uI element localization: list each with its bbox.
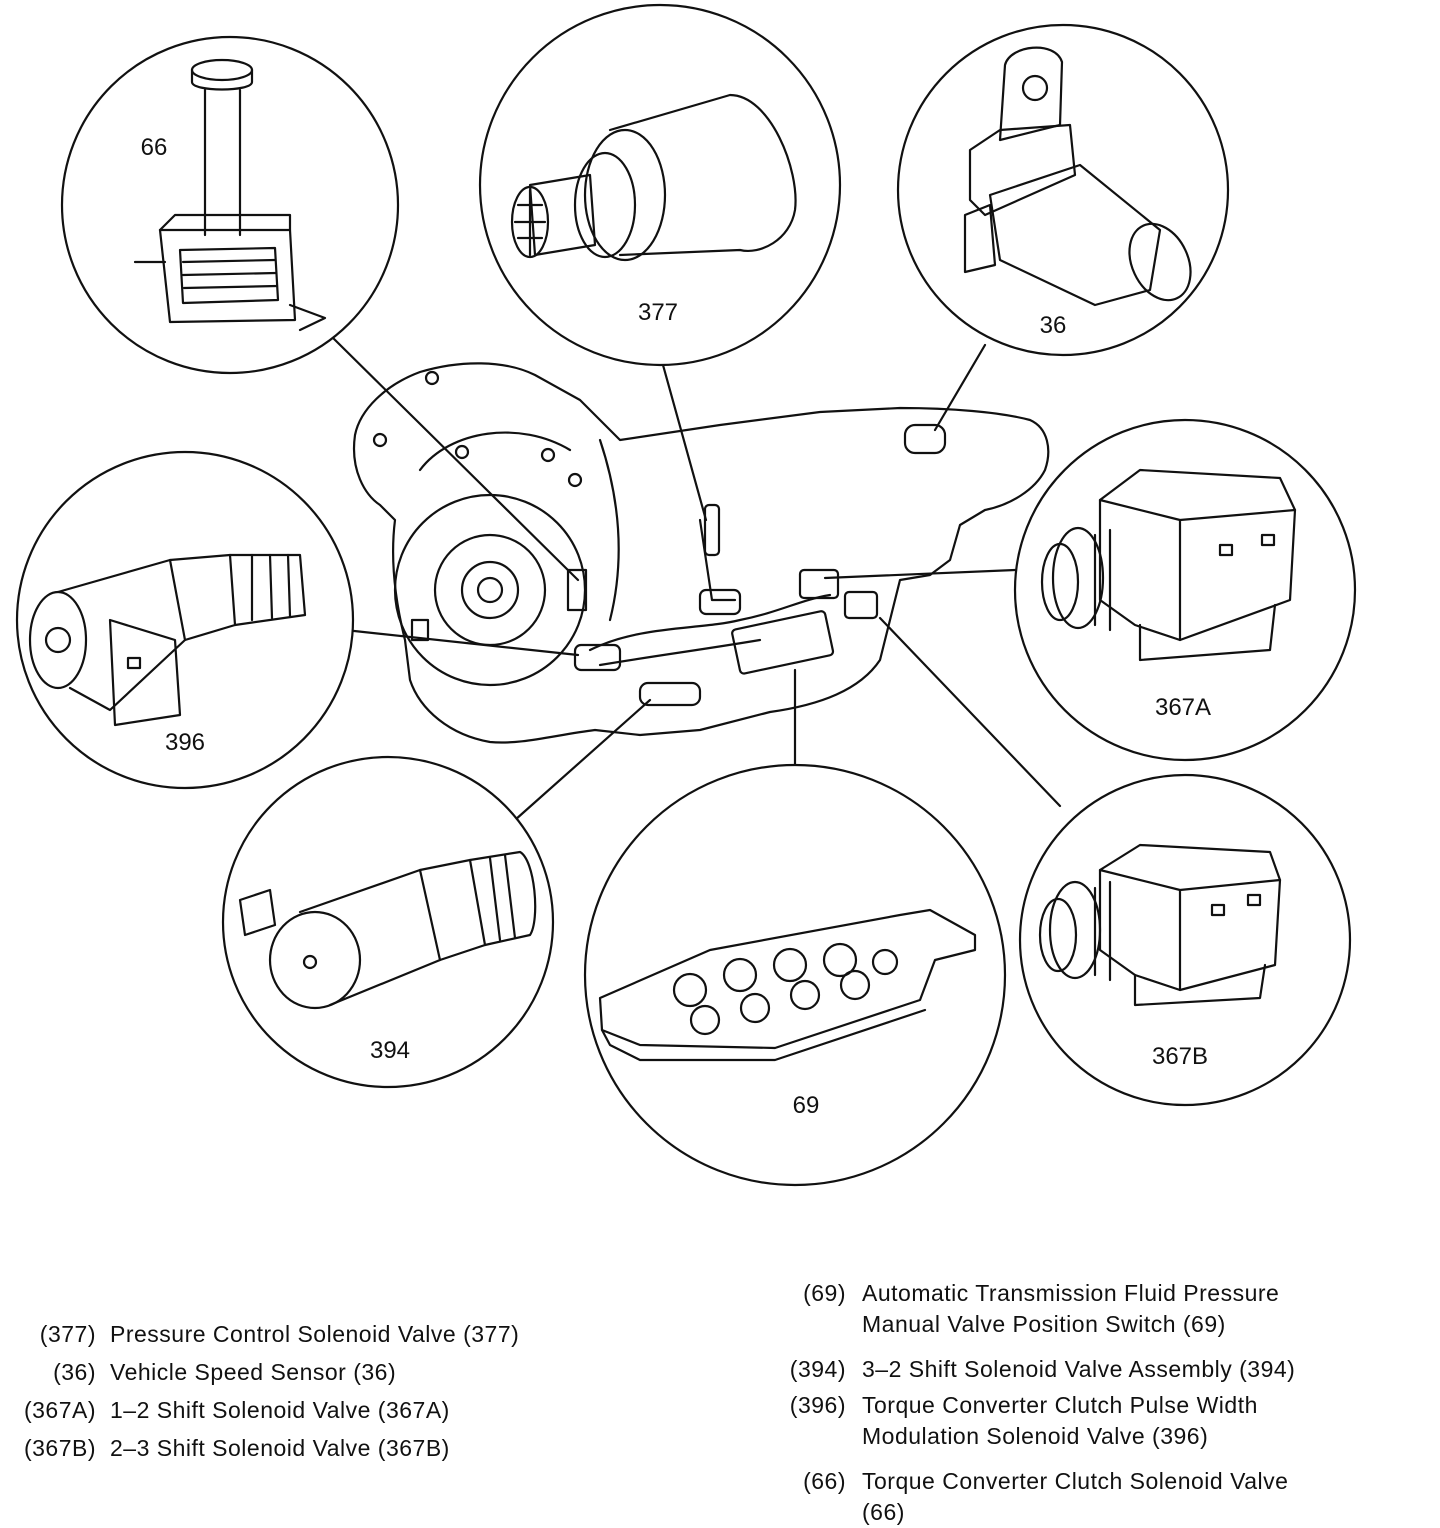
part-69-illustration xyxy=(598,908,977,1062)
legend-label: Vehicle Speed Sensor (36) xyxy=(110,1359,397,1385)
bolt-hole xyxy=(540,447,556,463)
legend-item: (396) Torque Converter Clutch Pulse Widt… xyxy=(780,1390,1420,1458)
legend-label-line: 3–2 Shift Solenoid Valve Assembly (394) xyxy=(862,1356,1296,1382)
callout-labels: 66 377 36 396 367A 394 69 367B xyxy=(141,134,1211,1119)
bolt-hole xyxy=(567,472,583,488)
leader-396 xyxy=(343,628,580,657)
callout-66: 66 xyxy=(141,134,168,161)
torque-converter-hub xyxy=(460,560,520,620)
shift-solenoid-12-small xyxy=(798,568,840,600)
leader-377 xyxy=(661,363,708,522)
legend-item: (367B) 2–3 Shift Solenoid Valve (367B) xyxy=(0,1429,640,1467)
torque-converter-face xyxy=(433,533,547,647)
mount-bracket xyxy=(410,618,430,642)
shift-solenoid-23-small xyxy=(843,590,879,620)
legend-key: (396) xyxy=(789,1392,846,1418)
legend-label-line: Automatic Transmission Fluid Pressure xyxy=(862,1280,1280,1306)
bolt-hole xyxy=(424,370,440,386)
legend-label: Torque Converter Clutch Pulse Width Modu… xyxy=(862,1390,1258,1452)
legend-left: (377) Pressure Control Solenoid Valve (3… xyxy=(0,1315,640,1467)
leader-394 xyxy=(513,698,652,822)
legend-key: (367A) xyxy=(23,1397,96,1423)
legend-item: (367A) 1–2 Shift Solenoid Valve (367A) xyxy=(0,1391,640,1429)
leader-36 xyxy=(933,343,987,432)
pwm-solenoid-small xyxy=(573,643,622,672)
circle-66 xyxy=(60,35,400,375)
leader-lines xyxy=(328,333,1062,822)
legend-label-line: Torque Converter Clutch Pulse Width xyxy=(862,1392,1258,1418)
legend-label: 2–3 Shift Solenoid Valve (367B) xyxy=(110,1435,450,1461)
part-394-illustration xyxy=(238,850,537,1010)
legend-key: (367B) xyxy=(23,1435,96,1461)
legend-item: (69) Automatic Transmission Fluid Pressu… xyxy=(780,1278,1420,1342)
legend-item: (394) 3–2 Shift Solenoid Valve Assembly … xyxy=(780,1350,1420,1390)
part-66-illustration xyxy=(133,58,327,332)
case-flange xyxy=(598,438,620,622)
legend-label-line: (66) xyxy=(862,1499,905,1525)
part-367b-illustration xyxy=(1038,843,1282,1007)
legend-item: (377) Pressure Control Solenoid Valve (3… xyxy=(0,1315,640,1353)
callout-69: 69 xyxy=(793,1092,820,1119)
legend-label-line: Modulation Solenoid Valve (396) xyxy=(862,1423,1209,1449)
wire-harness xyxy=(698,518,737,602)
part-377-illustration xyxy=(510,93,797,262)
circle-69 xyxy=(583,763,1007,1187)
shift-solenoid-32-small xyxy=(638,681,702,707)
legend-label: 1–2 Shift Solenoid Valve (367A) xyxy=(110,1397,450,1423)
torque-converter-center xyxy=(476,576,504,604)
speed-sensor-small xyxy=(903,423,947,455)
callout-367a: 367A xyxy=(1155,694,1211,721)
wire-harness xyxy=(588,593,832,652)
legend-item: (66) Torque Converter Clutch Solenoid Va… xyxy=(780,1466,1420,1528)
callout-396: 396 xyxy=(165,729,205,756)
part-396-illustration xyxy=(28,553,307,727)
legend-key: (377) xyxy=(39,1321,96,1347)
legend-key: (69) xyxy=(803,1280,846,1306)
bolt-hole xyxy=(454,444,470,460)
solenoid-small xyxy=(698,588,742,616)
legend-label-line: Manual Valve Position Switch (69) xyxy=(862,1311,1226,1337)
legend-key: (36) xyxy=(53,1359,96,1385)
bell-housing-rim xyxy=(418,431,572,472)
legend-label: Pressure Control Solenoid Valve (377) xyxy=(110,1321,520,1347)
callout-367b: 367B xyxy=(1152,1043,1208,1070)
transmission-diagram: 66 377 36 396 367A 394 69 367B xyxy=(15,3,1357,1187)
transmission-assembly xyxy=(352,362,1050,744)
bolt-hole xyxy=(372,432,388,448)
callout-394: 394 xyxy=(370,1037,410,1064)
circle-377 xyxy=(478,3,842,367)
legend-item: (36) Vehicle Speed Sensor (36) xyxy=(0,1353,640,1391)
part-36-illustration xyxy=(963,46,1192,307)
circle-36 xyxy=(896,23,1230,357)
legend-right: (69) Automatic Transmission Fluid Pressu… xyxy=(780,1278,1420,1528)
leader-66 xyxy=(328,333,580,582)
pressure-switch-small xyxy=(731,610,835,675)
callout-circles xyxy=(15,3,1357,1187)
callout-36: 36 xyxy=(1040,312,1067,339)
leader-367b xyxy=(878,616,1062,808)
leader-367a xyxy=(823,568,1017,580)
circle-367b xyxy=(1018,773,1352,1107)
legend-label: Automatic Transmission Fluid Pressure Ma… xyxy=(862,1278,1279,1340)
callout-377: 377 xyxy=(638,299,678,326)
torque-converter-housing xyxy=(393,493,587,687)
legend-label-line: Torque Converter Clutch Solenoid Valve xyxy=(862,1468,1289,1494)
pressure-control-solenoid-small xyxy=(703,503,721,557)
legend-key: (394) xyxy=(789,1356,846,1382)
legend-key: (66) xyxy=(803,1468,846,1494)
circle-394 xyxy=(221,755,555,1089)
legend-label: Torque Converter Clutch Solenoid Valve (… xyxy=(862,1466,1288,1528)
tcc-solenoid-small xyxy=(566,568,588,612)
part-367a-illustration xyxy=(1040,468,1297,662)
legend-label: 3–2 Shift Solenoid Valve Assembly (394) xyxy=(862,1350,1295,1388)
